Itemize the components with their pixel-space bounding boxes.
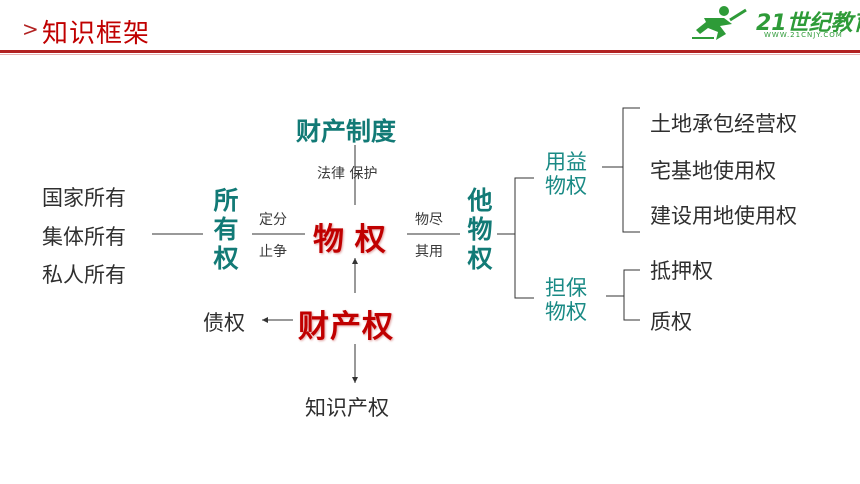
usufruct-item-construction-land: 建设用地使用权 [650,204,797,228]
header-rule [0,50,860,53]
security-title: 担保物权 [545,276,587,324]
ownership-type-state: 国家所有 [42,186,126,210]
usufruct-bracket [622,107,640,233]
header-rule-thin [0,54,860,55]
other-bracket [514,177,534,299]
ownership-type-collective: 集体所有 [42,225,126,249]
define-label: 定分 [259,212,287,228]
legal-protection-label: 法律 保护 [317,166,378,182]
usufruct-item-homestead: 宅基地使用权 [650,159,776,183]
security-bracket [623,269,640,321]
property-right-title: 财产权 [298,309,394,345]
real-right-title: 物 权 [313,222,386,258]
usufruct-title: 用益物权 [545,150,587,198]
full-use-label-top: 物尽 [415,212,443,228]
full-use-label-bottom: 其用 [415,244,443,260]
other-right-title: 他 物 权 [467,186,493,273]
logo-url: WWW.21CNJY.COM [764,31,843,39]
creditor-right-label: 债权 [203,311,245,335]
stop-dispute-label: 止争 [259,244,287,260]
runner-logo-icon [692,6,747,40]
usufruct-item-land-contract: 土地承包经营权 [650,112,797,136]
logo: 21世纪教育 WWW.21CNJY.COM [690,4,860,44]
header-chevron: > [22,17,39,41]
ownership-type-private: 私人所有 [42,263,126,287]
page-title: 知识框架 [42,19,151,49]
logo-brand: 21世纪教育 [756,11,860,36]
property-system-title: 财产制度 [296,117,397,146]
security-item-mortgage: 抵押权 [650,259,713,283]
ownership-title: 所 有 权 [213,186,239,273]
intellectual-property-label: 知识产权 [305,396,389,420]
security-item-pledge: 质权 [650,310,692,334]
